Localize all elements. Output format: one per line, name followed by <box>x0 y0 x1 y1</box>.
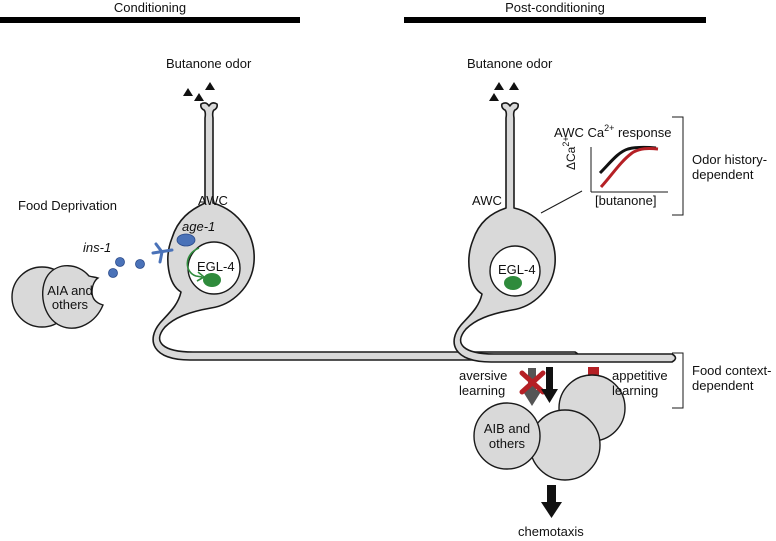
ins1-dots <box>108 257 145 278</box>
egl4-feedback-arrow <box>186 247 203 278</box>
odor-history-label: Odor history-dependent <box>692 152 768 182</box>
chart-curve-black <box>598 145 657 175</box>
egl4-blob-right <box>504 276 522 290</box>
aversive-learning-label: aversive learning <box>459 368 508 398</box>
awc-neuron-left <box>152 102 580 361</box>
post-conditioning-header-bar <box>404 17 706 23</box>
egl4-label-left: EGL-4 <box>197 259 235 274</box>
chemotaxis-arrow <box>541 485 562 518</box>
age1-label: age-1 <box>182 219 216 234</box>
receptor-icon <box>151 242 174 264</box>
food-context-bracket <box>672 352 684 409</box>
post-conditioning-title: Post-conditioning <box>505 0 605 15</box>
awc-neuron-right <box>453 102 677 363</box>
ins1-label: ins-1 <box>83 240 112 255</box>
conditioning-title: Conditioning <box>113 0 187 15</box>
aib-cells <box>473 374 626 481</box>
odor-label-left: Butanone odor <box>166 56 252 71</box>
egl4-blob-left <box>203 273 221 287</box>
food-deprivation-label: Food Deprivation <box>18 198 117 213</box>
appetitive-learning-label: appetitive learning <box>612 368 668 398</box>
conditioning-header-bar <box>0 17 300 23</box>
aia-cells <box>11 265 104 329</box>
ca-response-mini-chart <box>590 145 668 193</box>
awc-label-right: AWC <box>472 193 502 208</box>
nucleus-right <box>489 245 541 297</box>
chart-connector-line <box>540 190 583 214</box>
age1-blob <box>176 233 196 247</box>
aia-label: AIA and others <box>47 283 93 312</box>
awc-label-left: AWC <box>198 193 228 208</box>
odor-history-bracket <box>672 116 684 216</box>
odor-molecules-left <box>183 82 215 101</box>
chart-curve-red <box>599 147 659 189</box>
chart-x-axis-label: [butanone] <box>595 193 657 208</box>
neutral-arrow <box>541 367 558 403</box>
egl4-feedback-arrowhead <box>196 271 206 282</box>
aversive-cross-icon <box>519 370 546 395</box>
odor-label-right: Butanone odor <box>467 56 553 71</box>
chemotaxis-label: chemotaxis <box>518 524 584 539</box>
food-context-label: Food context-dependent <box>692 363 772 393</box>
egl4-label-right: EGL-4 <box>498 262 536 277</box>
chart-y-axis-label: ΔCa2+ <box>561 136 578 170</box>
ca-response-label: AWC Ca2+ response <box>554 122 672 140</box>
odor-molecules-right <box>489 82 519 101</box>
aib-label: AIB and others <box>483 421 531 451</box>
